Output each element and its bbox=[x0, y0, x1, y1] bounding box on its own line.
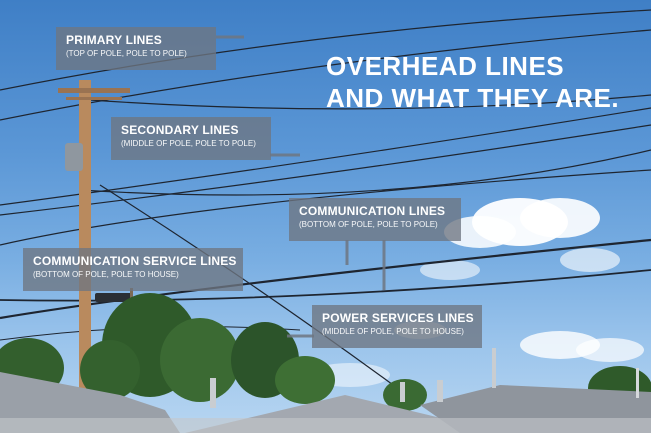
communication-service-lines-label: COMMUNICATION SERVICE LINES (BOTTOM OF P… bbox=[23, 248, 243, 291]
power-services-lines-label: POWER SERVICES LINES (MIDDLE OF POLE, PO… bbox=[312, 305, 482, 348]
communication-service-lines-subtitle: (BOTTOM OF POLE, POLE TO HOUSE) bbox=[33, 270, 179, 279]
headline: OVERHEAD LINES AND WHAT THEY ARE. bbox=[326, 50, 619, 114]
primary-lines-title: PRIMARY LINES bbox=[66, 33, 162, 47]
house-roofs bbox=[0, 348, 651, 433]
label-connectors bbox=[216, 35, 386, 338]
secondary-lines-label: SECONDARY LINES (MIDDLE OF POLE, POLE TO… bbox=[111, 117, 271, 160]
communication-lines-title: COMMUNICATION LINES bbox=[299, 204, 446, 218]
utility-pole bbox=[58, 80, 133, 400]
primary-lines-subtitle: (TOP OF POLE, POLE TO POLE) bbox=[66, 49, 187, 58]
secondary-lines-subtitle: (MIDDLE OF POLE, POLE TO POLE) bbox=[121, 139, 256, 148]
power-services-lines-subtitle: (MIDDLE OF POLE, POLE TO HOUSE) bbox=[322, 327, 464, 336]
communication-lines-label: COMMUNICATION LINES (BOTTOM OF POLE, POL… bbox=[289, 198, 461, 241]
secondary-lines-title: SECONDARY LINES bbox=[121, 123, 239, 137]
communication-lines-subtitle: (BOTTOM OF POLE, POLE TO POLE) bbox=[299, 220, 438, 229]
communication-service-lines-title: COMMUNICATION SERVICE LINES bbox=[33, 254, 237, 268]
power-services-lines-title: POWER SERVICES LINES bbox=[322, 311, 474, 325]
headline-line-1: OVERHEAD LINES bbox=[326, 51, 565, 81]
headline-line-2: AND WHAT THEY ARE. bbox=[326, 83, 620, 113]
primary-lines-label: PRIMARY LINES (TOP OF POLE, POLE TO POLE… bbox=[56, 27, 216, 70]
